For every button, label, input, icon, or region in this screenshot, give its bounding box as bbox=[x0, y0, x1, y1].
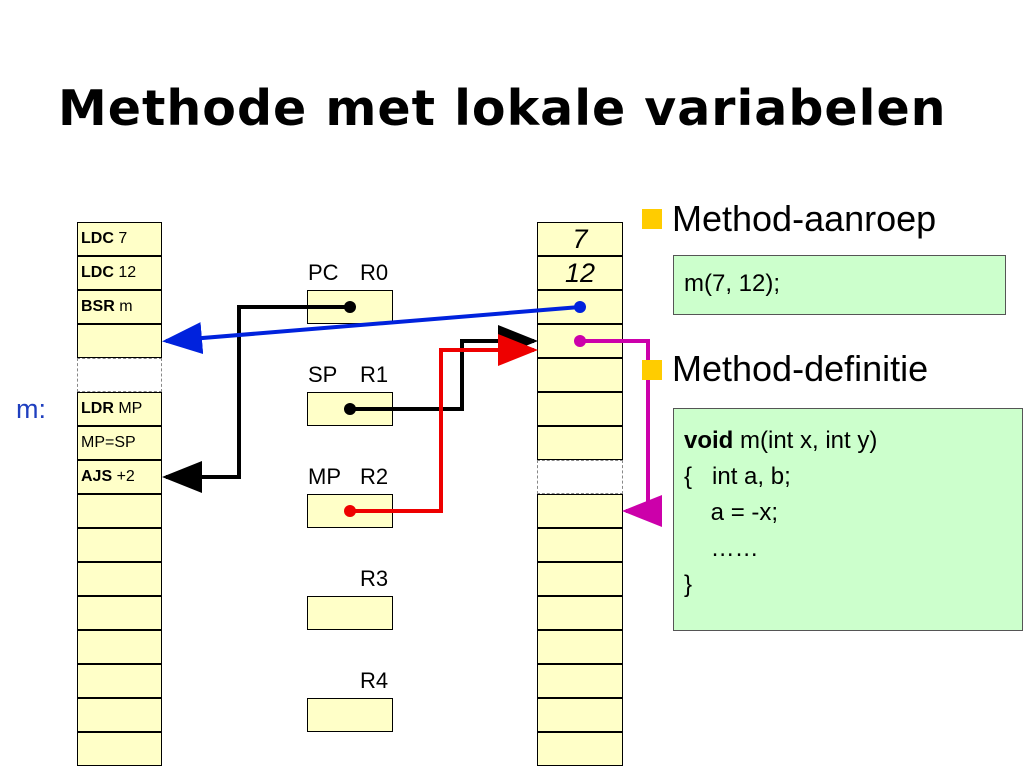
stack-value: 12 bbox=[564, 258, 596, 288]
stack-cell bbox=[537, 392, 623, 426]
register-name: R4 bbox=[360, 668, 389, 693]
code-cell bbox=[77, 358, 162, 392]
bullet-method-call: Method-aanroep bbox=[672, 198, 937, 239]
code-cell: AJS +2 bbox=[77, 460, 162, 494]
stack-cell bbox=[537, 358, 623, 392]
signature-text: m(int x, int y) bbox=[733, 427, 878, 454]
code-cell bbox=[77, 562, 162, 596]
code-cell bbox=[77, 494, 162, 528]
method-label: m: bbox=[16, 394, 46, 424]
code-cell bbox=[77, 664, 162, 698]
stack-cell bbox=[537, 698, 623, 732]
page-title: Methode met lokale variabelen bbox=[58, 80, 947, 137]
operand: MP=SP bbox=[81, 434, 136, 451]
stack-cell: 12 bbox=[537, 256, 623, 290]
register-name: R2 bbox=[360, 464, 389, 489]
definition-line: { int a, b; bbox=[684, 463, 791, 490]
code-cell: LDC 12 bbox=[77, 256, 162, 290]
code-cell bbox=[77, 732, 162, 766]
operand: m bbox=[114, 298, 133, 315]
pc-pointer-dot bbox=[344, 301, 356, 313]
definition-code-box: void m(int x, int y) { int a, b; a = -x;… bbox=[673, 408, 1023, 631]
code-cell bbox=[77, 698, 162, 732]
operand: +2 bbox=[112, 468, 135, 485]
register-box bbox=[307, 596, 393, 630]
stack-cell bbox=[537, 528, 623, 562]
stack-cell bbox=[537, 664, 623, 698]
stack-cell: 7 bbox=[537, 222, 623, 256]
opcode: LDC bbox=[81, 264, 114, 281]
register-name: R1 bbox=[360, 362, 389, 387]
code-cell bbox=[77, 630, 162, 664]
code-cell bbox=[77, 528, 162, 562]
saved-mp-dot bbox=[574, 335, 586, 347]
stack-cell bbox=[537, 426, 623, 460]
opcode: AJS bbox=[81, 468, 113, 485]
opcode: LDR bbox=[81, 400, 114, 417]
stack-cell bbox=[537, 596, 623, 630]
stack-cell bbox=[537, 630, 623, 664]
register-alias: MP bbox=[308, 464, 341, 489]
register-alias: PC bbox=[308, 260, 339, 285]
stack-cell bbox=[537, 494, 623, 528]
stack-value: 7 bbox=[572, 224, 588, 254]
pc-pointer-arrow bbox=[162, 305, 350, 493]
register-alias: SP bbox=[308, 362, 338, 387]
definition-line: …… bbox=[684, 535, 759, 562]
call-code-box: m(7, 12); bbox=[673, 255, 1006, 315]
sp-pointer-dot bbox=[344, 403, 356, 415]
opcode: LDC bbox=[81, 230, 114, 247]
bullet-icon bbox=[642, 209, 662, 229]
code-cell: LDR MP bbox=[77, 392, 162, 426]
register-name: R3 bbox=[360, 566, 389, 591]
definition-line: a = -x; bbox=[684, 499, 779, 526]
call-code-line: m(7, 12); bbox=[684, 270, 781, 297]
return-address-dot bbox=[574, 301, 586, 313]
return-address-arrow bbox=[162, 305, 581, 354]
definition-signature: void m(int x, int y) bbox=[684, 423, 1012, 459]
stack-cell bbox=[537, 460, 623, 494]
code-cell bbox=[77, 324, 162, 358]
stack-cell bbox=[537, 562, 623, 596]
saved-mp-arrow bbox=[580, 339, 662, 527]
opcode: BSR bbox=[81, 298, 115, 315]
mp-pointer-arrow bbox=[350, 334, 538, 513]
code-cell: MP=SP bbox=[77, 426, 162, 460]
bullet-icon bbox=[642, 360, 662, 380]
operand: 7 bbox=[113, 230, 128, 247]
code-cell bbox=[77, 596, 162, 630]
code-cell: BSR m bbox=[77, 290, 162, 324]
code-cell: LDC 7 bbox=[77, 222, 162, 256]
operand: MP bbox=[113, 400, 143, 417]
operand: 12 bbox=[113, 264, 137, 281]
register-name: R0 bbox=[360, 260, 389, 285]
mp-pointer-dot bbox=[344, 505, 356, 517]
register-box bbox=[307, 698, 393, 732]
void-keyword: void bbox=[684, 427, 734, 454]
bullet-method-definition: Method-definitie bbox=[672, 348, 929, 389]
stack-cell bbox=[537, 732, 623, 766]
definition-line: } bbox=[684, 571, 693, 598]
